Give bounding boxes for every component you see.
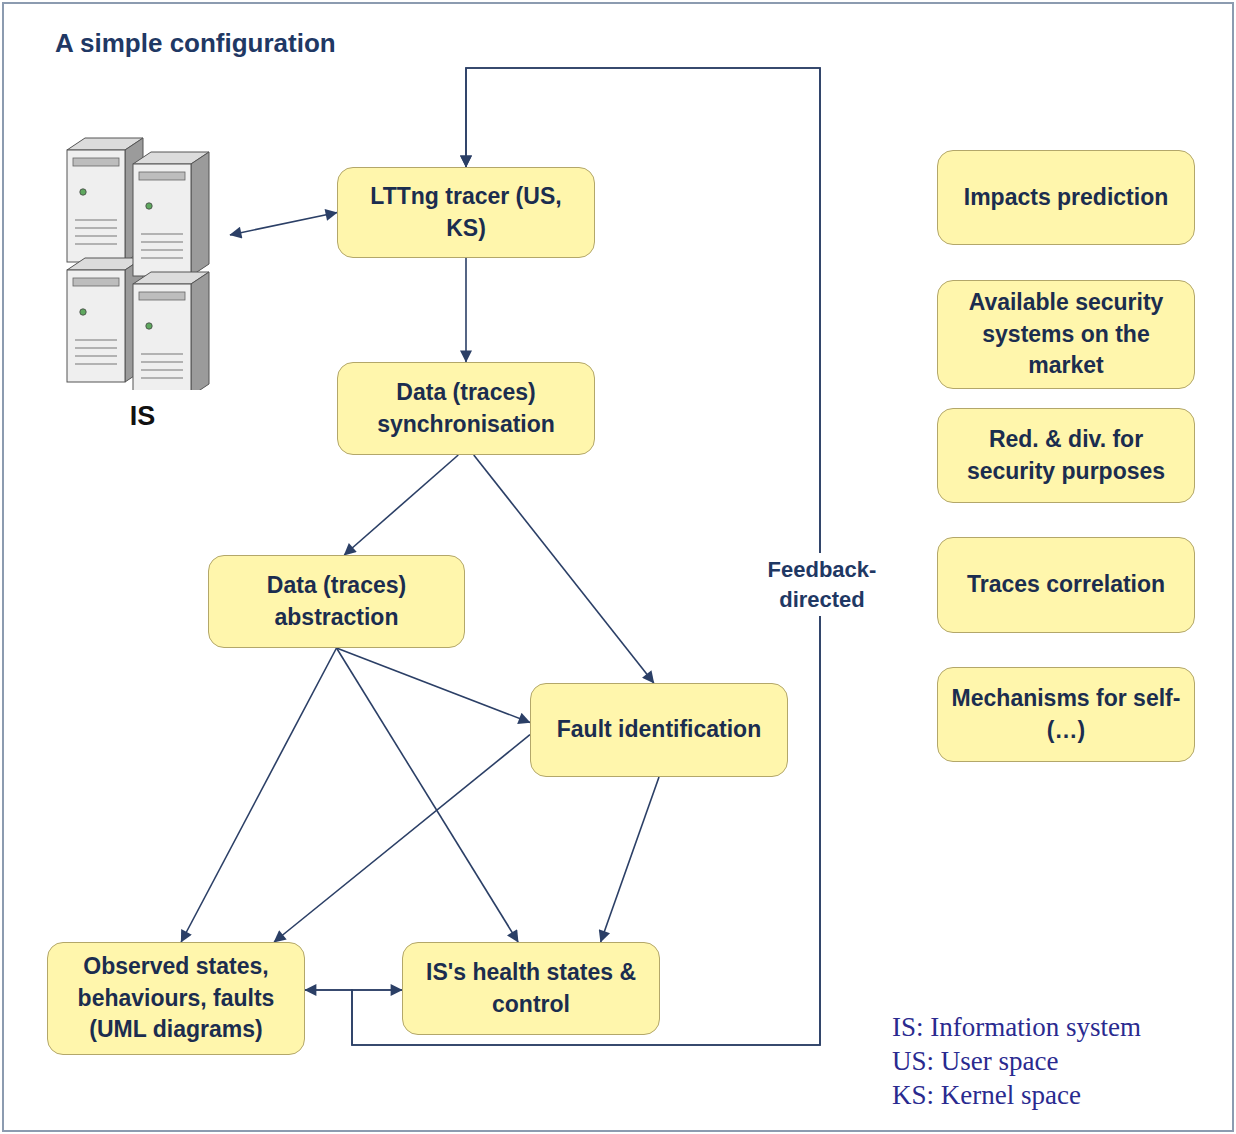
connector-label: Feedback-directed: [762, 553, 882, 616]
process-box: Observed states, behaviours, faults (UML…: [47, 942, 305, 1055]
process-box: Fault identification: [530, 683, 788, 777]
process-box: IS's health states & control: [402, 942, 660, 1035]
box-text: Fault identification: [557, 714, 761, 746]
connector-arrow: [465, 258, 467, 362]
topic-box: Mechanisms for self-(…): [937, 667, 1195, 762]
box-text: Mechanisms for self-(…): [948, 683, 1184, 746]
process-box: LTTng tracer (US, KS): [337, 167, 595, 258]
connector-arrow: [274, 735, 530, 942]
topic-box: Traces correlation: [937, 537, 1195, 633]
process-box: Data (traces) synchronisation: [337, 362, 595, 455]
box-text: Observed states, behaviours, faults (UML…: [58, 951, 294, 1046]
connector-arrow: [344, 455, 458, 555]
icon-label: IS: [130, 398, 156, 435]
box-text: IS's health states & control: [413, 957, 649, 1020]
box-text: Traces correlation: [967, 569, 1165, 601]
box-text: Data (traces) abstraction: [219, 570, 454, 633]
process-box: Data (traces) abstraction: [208, 555, 465, 648]
topic-box: Impacts prediction: [937, 150, 1195, 245]
box-text: LTTng tracer (US, KS): [348, 181, 584, 244]
abbreviation-list: IS: Information systemUS: User spaceKS: …: [892, 1010, 1141, 1112]
abbreviation-note: US: User space: [892, 1044, 1141, 1078]
server-illustration: IS: [55, 120, 230, 435]
box-text: Available security systems on the market: [948, 287, 1184, 382]
connector-arrow: [181, 648, 336, 942]
frame-border: [3, 3, 1233, 1131]
box-text: Data (traces) synchronisation: [348, 377, 584, 440]
abbreviation-note: KS: Kernel space: [892, 1078, 1141, 1112]
topic-box: Red. & div. for security purposes: [937, 408, 1195, 503]
abbreviation-note: IS: Information system: [892, 1010, 1141, 1044]
connector-arrow: [337, 648, 531, 722]
diagram-title: A simple configuration: [55, 28, 336, 59]
server-icon: [55, 120, 230, 390]
topic-box: Available security systems on the market: [937, 280, 1195, 389]
connector-arrow: [601, 777, 659, 942]
connector-arrow: [337, 648, 519, 942]
box-text: Red. & div. for security purposes: [948, 424, 1184, 487]
connector-arrow: [230, 213, 337, 235]
box-text: Impacts prediction: [964, 182, 1168, 214]
connector-arrow: [474, 455, 654, 683]
